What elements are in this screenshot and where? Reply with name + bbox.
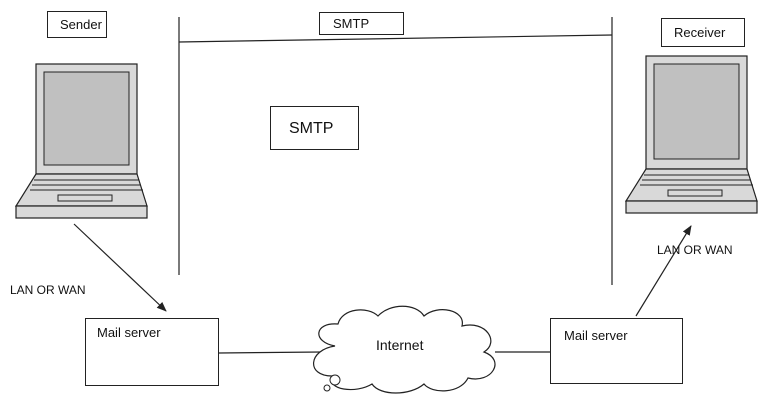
lan-wan-left-label: LAN OR WAN xyxy=(10,283,86,297)
left-server-to-internet-line xyxy=(218,351,323,354)
receiver-label-box: Receiver xyxy=(661,18,745,47)
smtp-top-line xyxy=(178,34,613,43)
receiver-laptop-icon xyxy=(624,55,758,214)
smtp-top-label-box: SMTP xyxy=(319,12,404,35)
mailserver-to-receiver-arrow xyxy=(635,225,692,317)
mail-server-right-label: Mail server xyxy=(564,328,628,343)
mail-server-left-label: Mail server xyxy=(97,325,161,340)
sender-label-box: Sender xyxy=(47,11,107,38)
receiver-label: Receiver xyxy=(674,25,726,40)
smtp-top-label: SMTP xyxy=(333,16,370,31)
mail-server-right-box: Mail server xyxy=(550,318,683,384)
lan-wan-right-label: LAN OR WAN xyxy=(657,243,733,257)
smtp-center-label-box: SMTP xyxy=(270,106,359,150)
sender-label: Sender xyxy=(60,17,102,32)
mail-server-left-box: Mail server xyxy=(85,318,219,386)
sender-laptop-icon xyxy=(14,63,148,219)
internet-cloud-icon xyxy=(313,305,496,394)
smtp-center-label: SMTP xyxy=(289,120,334,137)
internet-label: Internet xyxy=(376,337,424,353)
sender-to-mailserver-arrow xyxy=(73,223,167,312)
